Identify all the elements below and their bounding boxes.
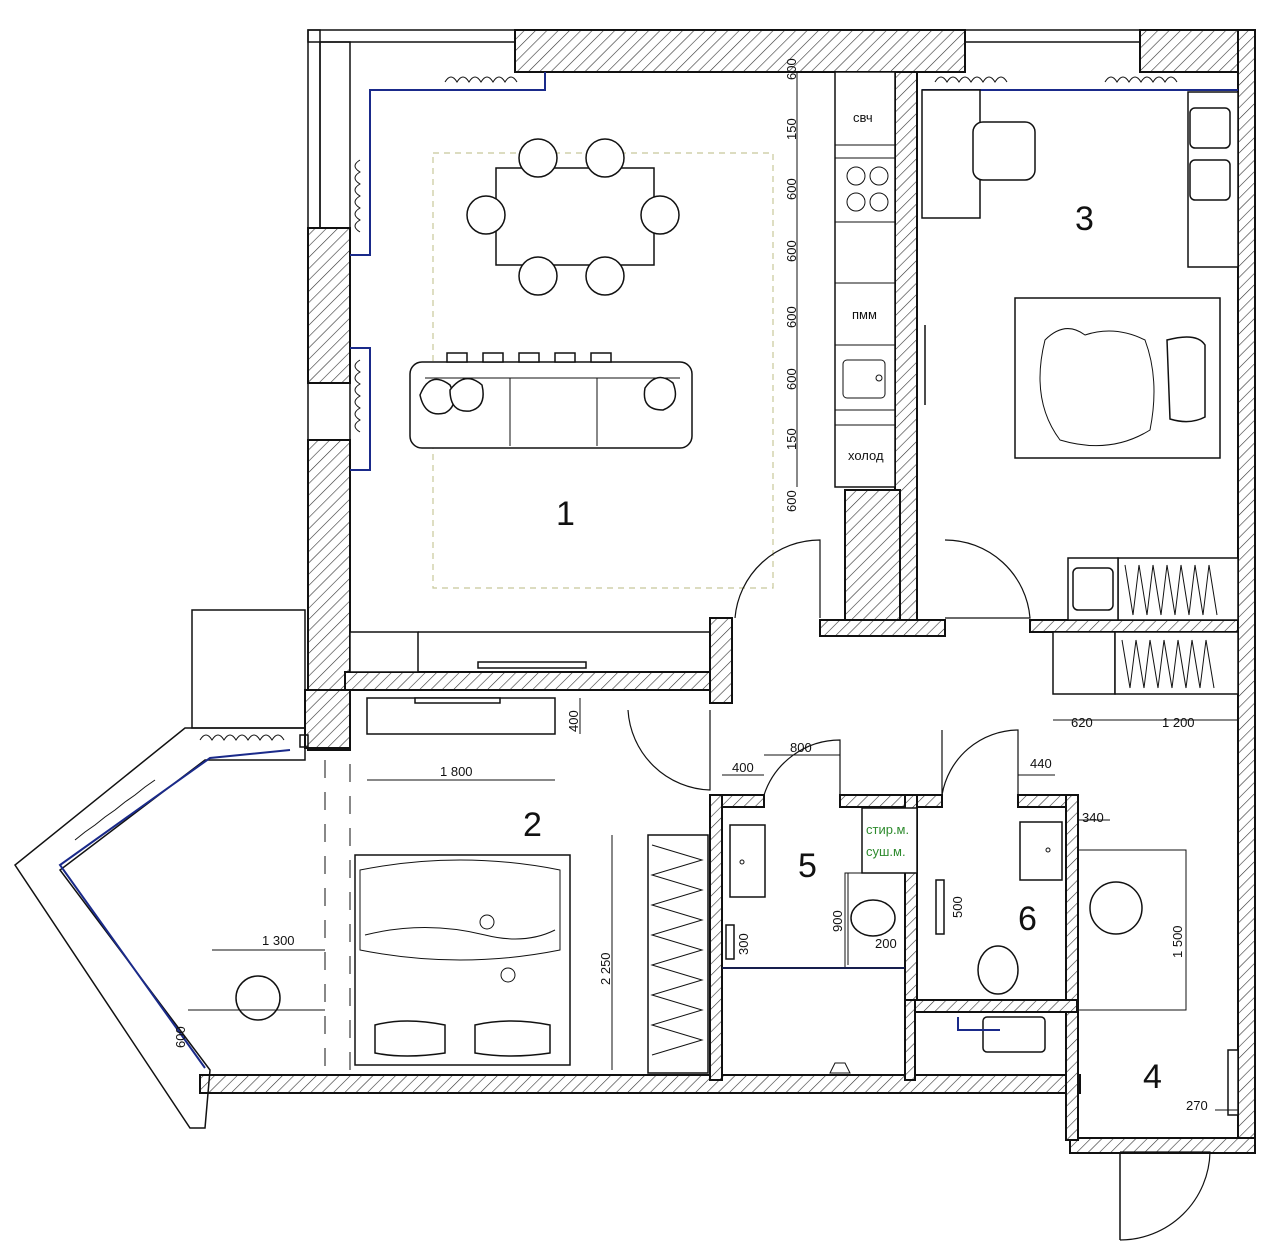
sofa-cushions xyxy=(419,352,677,415)
svg-text:600: 600 xyxy=(784,306,799,328)
shower-head xyxy=(1089,881,1143,935)
wall-corridor-right xyxy=(1029,619,1239,633)
wall-bottom-right xyxy=(1069,1137,1256,1154)
room-6-number: 6 xyxy=(1018,900,1037,938)
dim-bath-800: 800 xyxy=(790,740,812,755)
dim-desk-1300: 1 300 xyxy=(262,933,295,948)
dim-bath-200: 200 xyxy=(875,936,897,951)
wall-left-upper xyxy=(307,227,351,384)
laundry-area xyxy=(861,807,918,874)
wall-corridor-left xyxy=(344,671,711,691)
cooktop xyxy=(846,166,889,212)
wardrobe-hatch-room3 xyxy=(1124,564,1218,616)
doors xyxy=(627,539,1211,1241)
entry-shelf xyxy=(1227,1049,1239,1116)
wardrobe-room2 xyxy=(366,697,556,735)
dining-chairs xyxy=(466,138,680,296)
dim-shower-1500: 1 500 xyxy=(1170,925,1185,958)
svg-text:600: 600 xyxy=(784,490,799,512)
sink-room5 xyxy=(729,824,766,898)
wardrobe-room2-right xyxy=(647,834,709,1074)
svg-text:600: 600 xyxy=(784,178,799,200)
dim-wardrobe-depth: 400 xyxy=(566,710,581,732)
water-heater xyxy=(982,1016,1046,1053)
windows xyxy=(13,29,1238,1129)
wall-right xyxy=(1237,29,1256,1153)
dim-wardrobe-width: 1 800 xyxy=(440,764,473,779)
hall-wardrobe: 620 1 200 xyxy=(1052,631,1239,730)
tv xyxy=(477,661,587,669)
svg-text:600: 600 xyxy=(784,240,799,262)
wall-wc-right xyxy=(1065,794,1079,1141)
room-2-number: 2 xyxy=(523,806,542,844)
wall-utility-top xyxy=(904,999,1078,1013)
wall-bedroom2-left xyxy=(304,689,351,749)
wall-niche xyxy=(844,489,901,621)
toilet-room5 xyxy=(850,899,896,937)
dryer-label: суш.м. xyxy=(866,844,906,859)
room-1-furniture: свч пмм холод 600 150 600 600 600 600 15… xyxy=(349,58,896,673)
dishwasher-label: пмм xyxy=(852,307,877,322)
svg-text:600: 600 xyxy=(784,368,799,390)
washer-label: стир.м. xyxy=(866,822,909,837)
room-3-number: 3 xyxy=(1075,200,1094,238)
sink-room6 xyxy=(1019,821,1063,881)
dining-table xyxy=(495,167,655,266)
curtains xyxy=(74,76,1178,841)
pillow-room3 xyxy=(1166,336,1206,423)
room-4-number: 4 xyxy=(1143,1058,1162,1096)
dim-bed-2250: 2 250 xyxy=(598,952,613,985)
dim-bath-400: 400 xyxy=(732,760,754,775)
kitchen-sink xyxy=(842,359,886,399)
desk xyxy=(921,89,981,219)
room-1-number: 1 xyxy=(556,495,575,533)
svg-text:600: 600 xyxy=(784,58,799,80)
dim-hall-1200: 1 200 xyxy=(1162,715,1195,730)
room-6-furniture: 440 500 6 340 1 500 xyxy=(935,756,1187,1053)
wall-bottom xyxy=(199,1074,1081,1094)
chair-room2 xyxy=(235,975,281,1021)
wall-top-right xyxy=(1139,29,1256,73)
fridge-label: холод xyxy=(848,448,884,463)
svg-text:150: 150 xyxy=(784,118,799,140)
walls xyxy=(199,29,1256,1154)
room-4: 270 4 xyxy=(1143,1049,1239,1116)
dim-wc-500: 500 xyxy=(950,896,965,918)
wall-top-left xyxy=(514,29,966,73)
dim-entry-270: 270 xyxy=(1186,1098,1208,1113)
room-5-furniture: 400 800 300 стир.м. суш.м. 900 200 5 xyxy=(721,740,918,1076)
wall-bath-left xyxy=(709,794,723,1081)
kitchen-dims: 600 150 600 600 600 600 150 600 xyxy=(784,58,799,512)
toilet-room6 xyxy=(977,945,1019,995)
kitchen: свч пмм холод 600 150 600 600 600 600 15… xyxy=(784,58,896,512)
room-5-number: 5 xyxy=(798,847,817,885)
dim-hall-620: 620 xyxy=(1071,715,1093,730)
dim-wc-340: 340 xyxy=(1082,810,1104,825)
wall-bath-top-left xyxy=(721,794,765,808)
room1-bottom-cabinet xyxy=(349,631,419,673)
room-2-furniture: 400 1 800 2 250 1 300 600 2 xyxy=(173,697,709,1075)
dim-bath-900: 900 xyxy=(830,910,845,932)
wall-corridor-stub xyxy=(709,617,733,704)
wall-corridor-mid xyxy=(819,619,946,637)
room-3-furniture: 3 xyxy=(921,89,1239,621)
wall-utility-left xyxy=(904,999,916,1081)
towel-room5 xyxy=(725,924,735,960)
microwave-label: свч xyxy=(853,110,873,125)
shower-drain xyxy=(829,1062,851,1074)
dim-bath-300: 300 xyxy=(736,933,751,955)
towel-room6 xyxy=(935,879,945,935)
dim-desk-600: 600 xyxy=(173,1026,188,1048)
office-chair xyxy=(972,121,1036,181)
wall-bath-top-right xyxy=(839,794,943,808)
dim-wc-440: 440 xyxy=(1030,756,1052,771)
svg-text:150: 150 xyxy=(784,428,799,450)
